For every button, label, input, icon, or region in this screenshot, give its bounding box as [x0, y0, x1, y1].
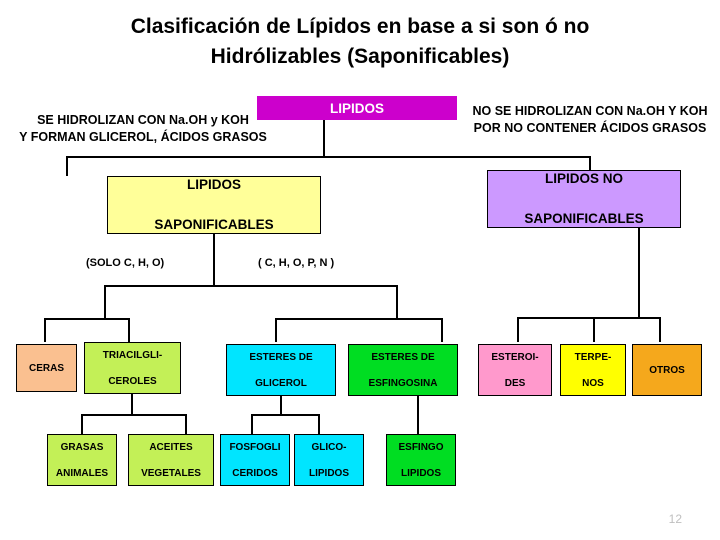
node-est-esf-line1: ESTERES DE [371, 351, 435, 363]
connector-sap-left-bar [44, 318, 130, 320]
node-nosap-line2: SAPONIFICABLES [524, 211, 644, 226]
node-lipidos-saponificables[interactable]: LIPIDOS SAPONIFICABLES [107, 176, 321, 234]
node-fosfogliceridos[interactable]: FOSFOGLI CERIDOS [220, 434, 290, 486]
node-terpenos-line2: NOS [582, 377, 604, 389]
node-fosfogliceridos-label: FOSFOGLI CERIDOS [221, 441, 289, 480]
node-est-esf-line2: ESFINGOSINA [368, 377, 438, 389]
node-ceras[interactable]: CERAS [16, 344, 77, 392]
annotation-right: NO SE HIDROLIZAN CON Na.OH Y KOH POR NO … [462, 103, 718, 137]
connector-to-fosfogliceridos [251, 414, 253, 434]
connector-to-triacilgliceroles [128, 318, 130, 342]
connector-to-esteres-glicerol [275, 318, 277, 342]
node-nosap-line1: LIPIDOS NO [544, 171, 623, 186]
connector-to-no-saponificables [589, 156, 591, 170]
connector-to-esteroides [517, 317, 519, 342]
connector-no-saponificables-bar [517, 317, 660, 319]
connector-to-esfingolipidos [417, 396, 419, 434]
node-esteroides-line2: DES [504, 377, 526, 389]
node-terpenos-label: TERPE- NOS [561, 351, 625, 390]
connector-to-aceites-vegetales [185, 414, 187, 434]
node-grasas-line2: ANIMALES [55, 467, 109, 479]
node-est-glic-line2: GLICEROL [255, 377, 307, 389]
annotation-left-line-2: Y FORMAN GLICEROL, ÁCIDOS GRASOS [19, 130, 267, 144]
connector-sap-right-bar [275, 318, 443, 320]
node-esteres-de-esfingosina-label: ESTERES DE ESFINGOSINA [349, 351, 457, 390]
node-aceites-vegetales[interactable]: ACEITES VEGETALES [128, 434, 214, 486]
node-fosfo-line1: FOSFOGLI [229, 441, 281, 453]
title-line-1: Clasificación de Lípidos en base a si so… [130, 15, 590, 38]
node-glico-line2: LIPIDOS [308, 467, 349, 479]
node-lipidos-saponificables-label: LIPIDOS SAPONIFICABLES [108, 175, 320, 235]
node-grasas-animales-label: GRASAS ANIMALES [48, 441, 116, 480]
node-aceites-vegetales-label: ACEITES VEGETALES [129, 441, 213, 480]
node-triacil-line2: CEROLES [108, 375, 157, 387]
connector-to-terpenos [593, 317, 595, 342]
node-glicolipidos[interactable]: GLICO- LIPIDOS [294, 434, 364, 486]
node-esfingo-line2: LIPIDOS [400, 467, 441, 479]
node-terpenos-line1: TERPE- [574, 351, 612, 363]
connector-triacil-stem [131, 394, 133, 416]
node-sap-line2: SAPONIFICABLES [154, 217, 274, 232]
node-triacilgliceroles[interactable]: TRIACILGLI- CEROLES [84, 342, 181, 394]
connector-esteres-glicerol-bar [251, 414, 320, 416]
connector-sap-left-drop [104, 285, 106, 320]
page-title: Clasificación de Lípidos en base a si so… [0, 12, 720, 72]
node-esfingolipidos[interactable]: ESFINGO LIPIDOS [386, 434, 456, 486]
connector-to-otros [659, 317, 661, 342]
node-triacilgliceroles-label: TRIACILGLI- CEROLES [85, 349, 180, 388]
node-ceras-label: CERAS [28, 362, 64, 374]
node-glico-line1: GLICO- [311, 441, 347, 453]
connector-to-glicolipidos [318, 414, 320, 434]
annotation-right-line-2: POR NO CONTENER ÁCIDOS GRASOS [473, 121, 707, 135]
node-est-glic-line1: ESTERES DE [249, 351, 313, 363]
connector-level2-bar [66, 156, 591, 158]
sublabel-solo-cho: (SOLO C, H, O) [86, 257, 165, 269]
node-aceites-line2: VEGETALES [141, 467, 201, 479]
connector-to-grasas-animales [81, 414, 83, 434]
node-esfingolipidos-label: ESFINGO LIPIDOS [387, 441, 455, 480]
node-otros[interactable]: OTROS [632, 344, 702, 396]
node-lipidos-no-saponificables[interactable]: LIPIDOS NO SAPONIFICABLES [487, 170, 681, 228]
node-terpenos[interactable]: TERPE- NOS [560, 344, 626, 396]
node-esteroides[interactable]: ESTEROI- DES [478, 344, 552, 396]
node-lipidos-no-saponificables-label: LIPIDOS NO SAPONIFICABLES [488, 169, 680, 229]
node-esteres-de-esfingosina[interactable]: ESTERES DE ESFINGOSINA [348, 344, 458, 396]
annotation-right-line-1: NO SE HIDROLIZAN CON Na.OH Y KOH [472, 104, 708, 118]
node-lipidos-label: LIPIDOS [329, 100, 384, 116]
connector-to-saponificables [66, 156, 68, 176]
connector-no-saponificables-stem [638, 228, 640, 319]
node-esteroides-line1: ESTEROI- [491, 351, 539, 363]
connector-esteres-glicerol-stem [280, 396, 282, 416]
node-esteres-de-glicerol-label: ESTERES DE GLICEROL [227, 351, 335, 390]
node-grasas-line1: GRASAS [60, 441, 104, 453]
node-lipidos[interactable]: LIPIDOS [257, 96, 457, 120]
connector-saponificables-stem [213, 234, 215, 287]
connector-sap-right-drop [396, 285, 398, 320]
node-aceites-line1: ACEITES [149, 441, 193, 453]
node-triacil-line1: TRIACILGLI- [102, 349, 163, 361]
page-number: 12 [668, 512, 682, 526]
node-esfingo-line1: ESFINGO [398, 441, 444, 453]
node-esteroides-label: ESTEROI- DES [479, 351, 551, 390]
connector-triacil-bar [81, 414, 187, 416]
annotation-left-line-1: SE HIDROLIZAN CON Na.OH y KOH [37, 113, 249, 127]
node-esteres-de-glicerol[interactable]: ESTERES DE GLICEROL [226, 344, 336, 396]
connector-to-esteres-esfingosina [441, 318, 443, 342]
node-sap-line1: LIPIDOS [186, 177, 241, 192]
annotation-left: SE HIDROLIZAN CON Na.OH y KOH Y FORMAN G… [8, 112, 278, 146]
node-grasas-animales[interactable]: GRASAS ANIMALES [47, 434, 117, 486]
connector-to-ceras [44, 318, 46, 342]
sublabel-chopn: ( C, H, O, P, N ) [258, 257, 335, 269]
node-glicolipidos-label: GLICO- LIPIDOS [295, 441, 363, 480]
node-otros-label: OTROS [649, 364, 685, 376]
title-line-2: Hidrólizables (Saponificables) [210, 45, 510, 68]
connector-root-stem [323, 120, 325, 158]
connector-saponificables-bar [104, 285, 398, 287]
node-fosfo-line2: CERIDOS [232, 467, 278, 479]
